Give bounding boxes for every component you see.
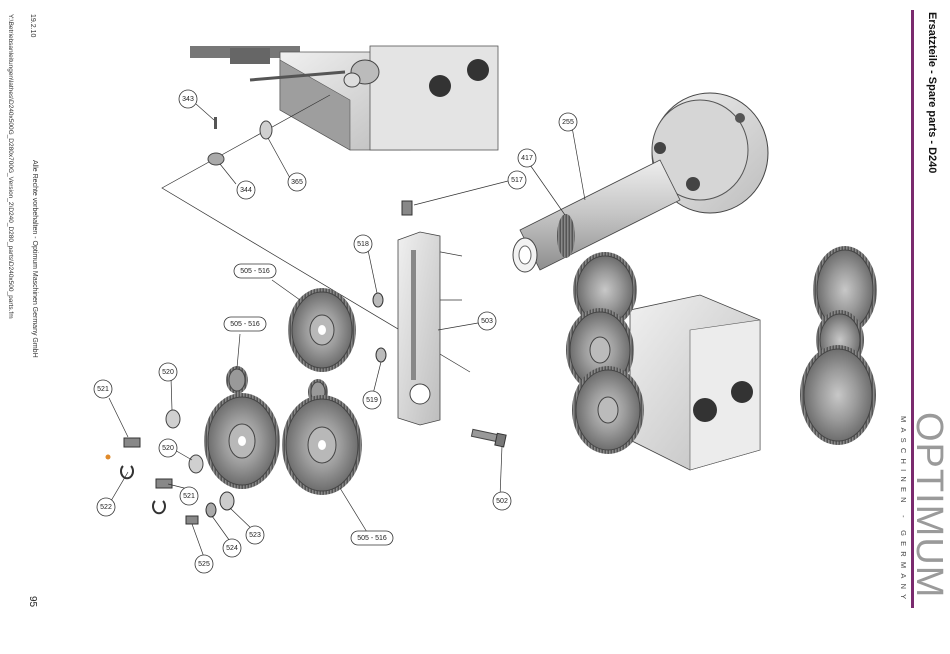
callout-label: 521 [97,386,109,393]
nut-517 [401,200,413,216]
change-gear-lower-right [282,395,362,495]
washer-519 [375,347,387,363]
callout-label: 519 [366,397,378,404]
callout-label: 505 - 516 [357,535,387,542]
callout-label: 517 [511,177,523,184]
callout-label: 520 [162,369,174,376]
callout-417: 417 [517,148,537,168]
gear-detail-far-right [800,246,877,445]
change-gear-lower-left [204,393,280,489]
title-rule [911,10,914,608]
gear-train-right [566,252,644,454]
callout-label: 522 [100,504,112,511]
callout-505-516-c: 505 - 516 [350,530,394,546]
change-gear-small-a [226,366,248,394]
callout-365: 365 [287,172,307,192]
callout-label: 505 - 516 [240,268,270,275]
spindle-with-chuck [512,92,769,273]
change-gear-upper [288,288,356,372]
headstock-assembly [190,45,499,151]
callout-label: 417 [521,155,533,162]
callout-label: 520 [162,445,174,452]
callout-520-b: 520 [158,438,178,458]
callout-label: 523 [249,532,261,539]
callout-label: 524 [226,545,238,552]
pin-343 [214,117,217,129]
callout-label: 343 [182,96,194,103]
callout-524: 524 [222,538,242,558]
callout-label: 521 [183,493,195,500]
leader-lines [107,103,586,561]
callout-522: 522 [96,497,116,517]
callout-503: 503 [477,311,497,331]
bushing-344 [207,152,225,166]
callout-label: 505 - 516 [230,321,260,328]
callout-label: 525 [198,561,210,568]
callout-label: 255 [562,119,574,126]
callout-521-b: 521 [179,486,199,506]
callout-520-a: 520 [158,362,178,382]
callout-255: 255 [558,112,578,132]
washer-518 [372,292,384,308]
callout-505-516-b: 505 - 516 [223,316,267,332]
callout-502: 502 [492,491,512,511]
callout-505-516-a: 505 - 516 [233,263,277,279]
callouts: 343 344 365 517 518 505 - 516 505 - 516 … [93,89,578,574]
bolt-502 [470,428,507,448]
callout-label: 365 [291,179,303,186]
callout-523: 523 [245,525,265,545]
callout-525: 525 [194,554,214,574]
callout-344: 344 [236,180,256,200]
callout-517: 517 [507,170,527,190]
callout-519: 519 [362,390,382,410]
gearbox-housing [629,294,761,471]
callout-label: 503 [481,318,493,325]
washer-365 [259,120,273,140]
callout-343: 343 [178,89,198,109]
callout-518: 518 [353,234,373,254]
callout-521-a: 521 [93,379,113,399]
callout-label: 502 [496,498,508,505]
callout-label: 518 [357,241,369,248]
callout-label: 344 [240,187,252,194]
small-hardware [105,409,235,525]
quadrant-bracket-503 [397,231,441,426]
